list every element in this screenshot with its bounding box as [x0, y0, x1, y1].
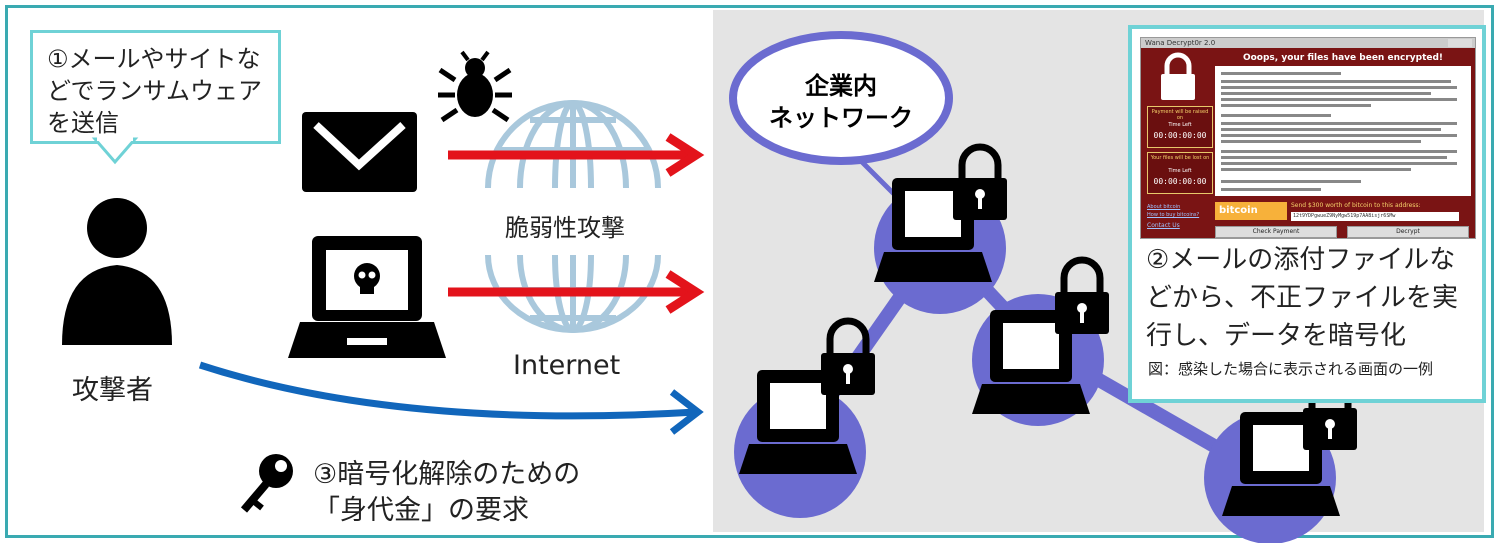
- ransom-title-bar: Wana Decrypt0r 2.0: [1141, 38, 1475, 48]
- send-bitcoin-text: Send $300 worth of bitcoin to this addre…: [1291, 202, 1421, 209]
- window-controls: [1448, 39, 1472, 47]
- ransom-window: Wana Decrypt0r 2.0 Ooops, your files hav…: [1140, 37, 1476, 239]
- bug-icon: [438, 50, 512, 123]
- step2-text: ②メールの添付ファイルなどから、不正ファイルを実行し、データを暗号化: [1146, 245, 1459, 351]
- about-bitcoin-link[interactable]: About bitcoin: [1147, 204, 1181, 210]
- skull-icon: [354, 263, 380, 294]
- figure-caption: 図：感染した場合に表示される画面の一例: [1148, 360, 1434, 378]
- bubble-tail: [91, 137, 139, 165]
- step3-line2: 「身代金」の要求: [313, 495, 529, 526]
- corp-network-line2: ネットワーク: [769, 104, 913, 132]
- infected-laptop-2: [972, 256, 1109, 414]
- padlock-icon: [1161, 52, 1195, 100]
- infected-laptop-1: [874, 143, 1007, 282]
- step3-line1: ③暗号化解除のための: [313, 459, 581, 490]
- lock-icon-1: [953, 143, 1007, 220]
- key-icon: [240, 454, 293, 513]
- email-envelope-icon: [302, 112, 417, 192]
- bitcoin-logo: bitcoin: [1215, 202, 1287, 220]
- red-arrow-email: [448, 133, 705, 177]
- lock-icon-2: [1055, 256, 1109, 334]
- red-arrow-exploit: [448, 270, 705, 314]
- corp-network-bubble: [729, 31, 953, 165]
- payment-raise-box: Payment will be raised on Time Left 00:0…: [1147, 106, 1213, 148]
- box1-time-left: Time Left: [1168, 122, 1192, 128]
- box2-timer: 00:00:00:00: [1153, 177, 1207, 186]
- bitcoin-address: 12t9YDPgwueZ9NyMgw519p7AA8isjr6SMw: [1293, 213, 1396, 219]
- vuln-attack-label: 脆弱性攻撃: [505, 214, 625, 242]
- step1-text: ①メールやサイトなどでランサムウェアを送信: [47, 45, 263, 137]
- ransom-text-panel: [1215, 66, 1471, 196]
- check-payment-button[interactable]: Check Payment: [1215, 226, 1337, 238]
- decrypt-button[interactable]: Decrypt: [1347, 226, 1469, 238]
- blue-arrow-ransom: [198, 361, 704, 435]
- attacker-label: 攻撃者: [72, 375, 153, 406]
- infected-laptop-3: [739, 317, 875, 474]
- lock-icon-3: [821, 317, 875, 395]
- box1-label: Payment will be raised on: [1151, 109, 1209, 121]
- corp-network-line1: 企業内: [805, 72, 877, 100]
- ransom-screen-panel: Wana Decrypt0r 2.0 Ooops, your files hav…: [1128, 25, 1486, 403]
- bitcoin-text: bitcoin: [1219, 205, 1258, 216]
- box1-timer: 00:00:00:00: [1153, 131, 1207, 140]
- attacker-person-icon: [62, 198, 172, 345]
- ransom-header: Ooops, your files have been encrypted!: [1242, 53, 1444, 63]
- malicious-laptop-icon: [288, 236, 446, 358]
- files-lost-box: Your files will be lost on Time Left 00:…: [1147, 152, 1213, 194]
- how-to-buy-link[interactable]: How to buy bitcoins?: [1147, 212, 1200, 218]
- ransom-title-text: Wana Decrypt0r 2.0: [1145, 39, 1216, 47]
- box2-label: Your files will be lost on: [1150, 155, 1210, 161]
- internet-label: Internet: [513, 350, 621, 381]
- box2-time-left: Time Left: [1168, 168, 1192, 174]
- bitcoin-address-field: 12t9YDPgwueZ9NyMgw519p7AA8isjr6SMw: [1291, 212, 1459, 221]
- globe-icon-top: [485, 100, 661, 189]
- contact-us-link[interactable]: Contact Us: [1147, 222, 1180, 229]
- step1-bubble: ①メールやサイトなどでランサムウェアを送信: [30, 30, 281, 144]
